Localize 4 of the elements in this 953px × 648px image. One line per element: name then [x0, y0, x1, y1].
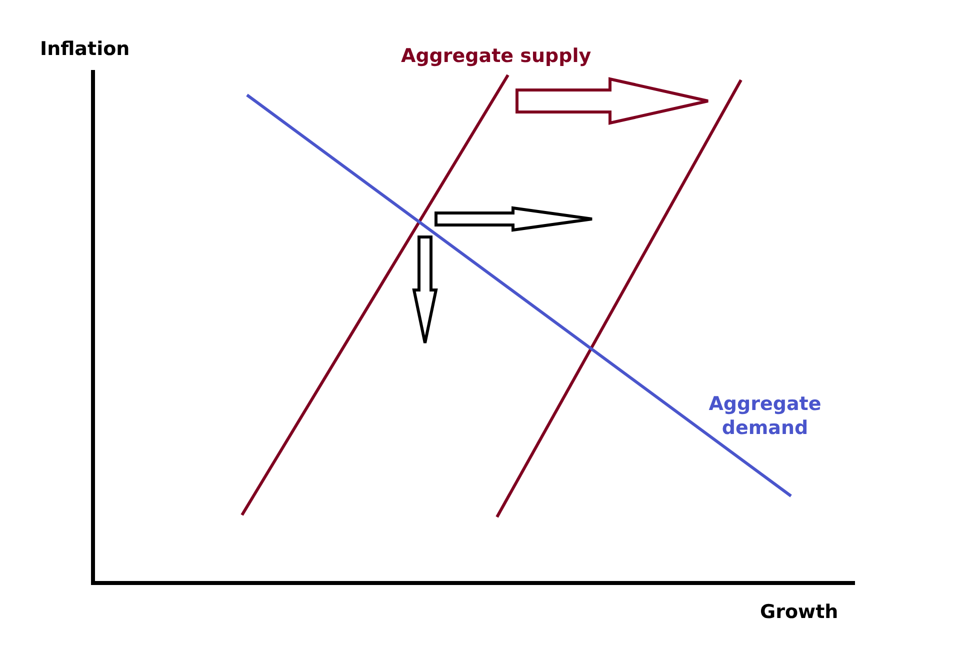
axis-label: Growth [760, 600, 838, 624]
curve-label: Aggregate supply [401, 44, 592, 68]
axis-label: Inflation [40, 37, 130, 61]
curve-label: Aggregate demand [708, 392, 822, 440]
